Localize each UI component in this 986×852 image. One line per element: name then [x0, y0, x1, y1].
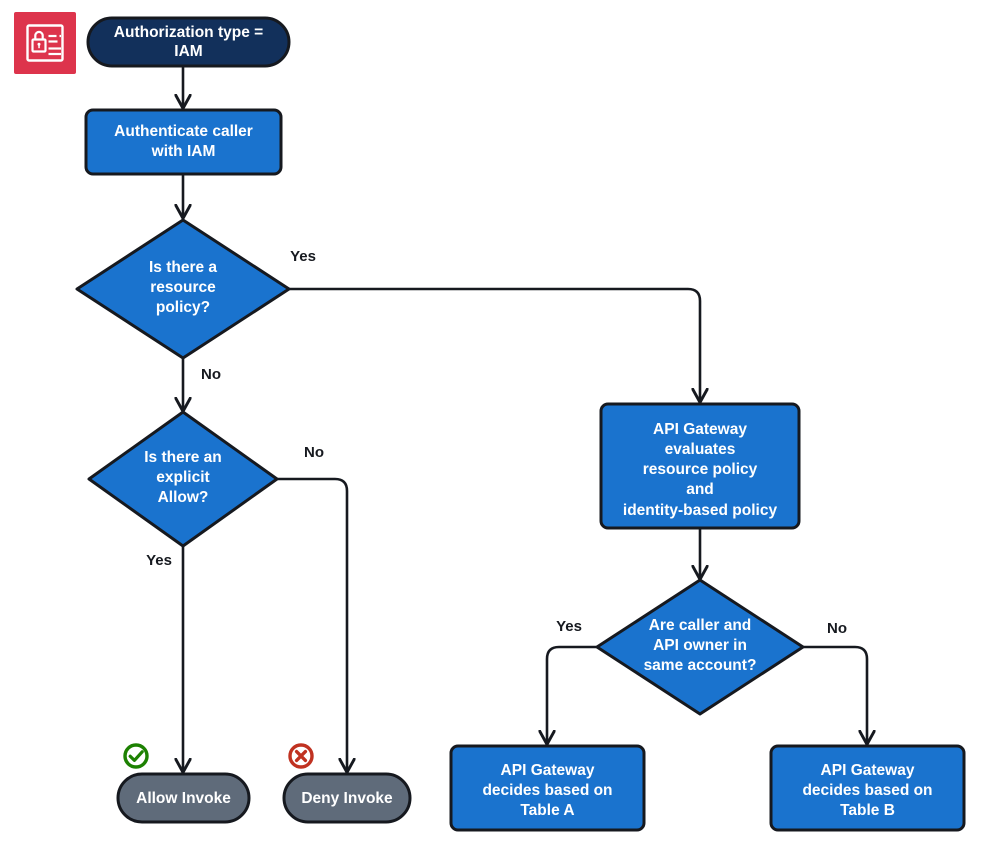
- x-circle-icon: [288, 743, 314, 769]
- edge-explicit-no-to-deny: [277, 477, 347, 771]
- check-circle-icon: [123, 743, 149, 769]
- edge-label-explicit-yes: Yes: [146, 552, 172, 569]
- edge-label-account-no: No: [827, 620, 847, 637]
- edge-resource-yes-to-evaluate: [289, 287, 700, 401]
- edge-label-explicit-no: No: [304, 444, 324, 461]
- node-decision-explicit-allow[interactable]: Is there an explicit Allow?: [87, 410, 279, 548]
- edge-account-yes-to-table-a: [547, 645, 597, 743]
- node-deny-invoke[interactable]: Deny Invoke: [282, 772, 412, 824]
- iam-identity-card-icon: [14, 12, 76, 74]
- edge-label-resource-no: No: [201, 366, 221, 383]
- node-allow-invoke[interactable]: Allow Invoke: [116, 772, 251, 824]
- node-decision-same-account[interactable]: Are caller and API owner in same account…: [595, 578, 805, 716]
- node-decision-resource-policy[interactable]: Is there a resource policy?: [75, 218, 291, 360]
- node-start-authorization-type[interactable]: Authorization type = IAM: [86, 16, 291, 68]
- edge-account-no-to-table-b: [803, 645, 867, 743]
- node-authenticate-caller[interactable]: Authenticate caller with IAM: [84, 108, 283, 176]
- edge-label-resource-yes: Yes: [290, 248, 316, 265]
- node-table-a[interactable]: API Gateway decides based on Table A: [449, 744, 646, 832]
- node-table-b[interactable]: API Gateway decides based on Table B: [769, 744, 966, 832]
- node-evaluate-policies[interactable]: API Gateway evaluates resource policy an…: [599, 402, 801, 530]
- edge-label-account-yes: Yes: [556, 618, 582, 635]
